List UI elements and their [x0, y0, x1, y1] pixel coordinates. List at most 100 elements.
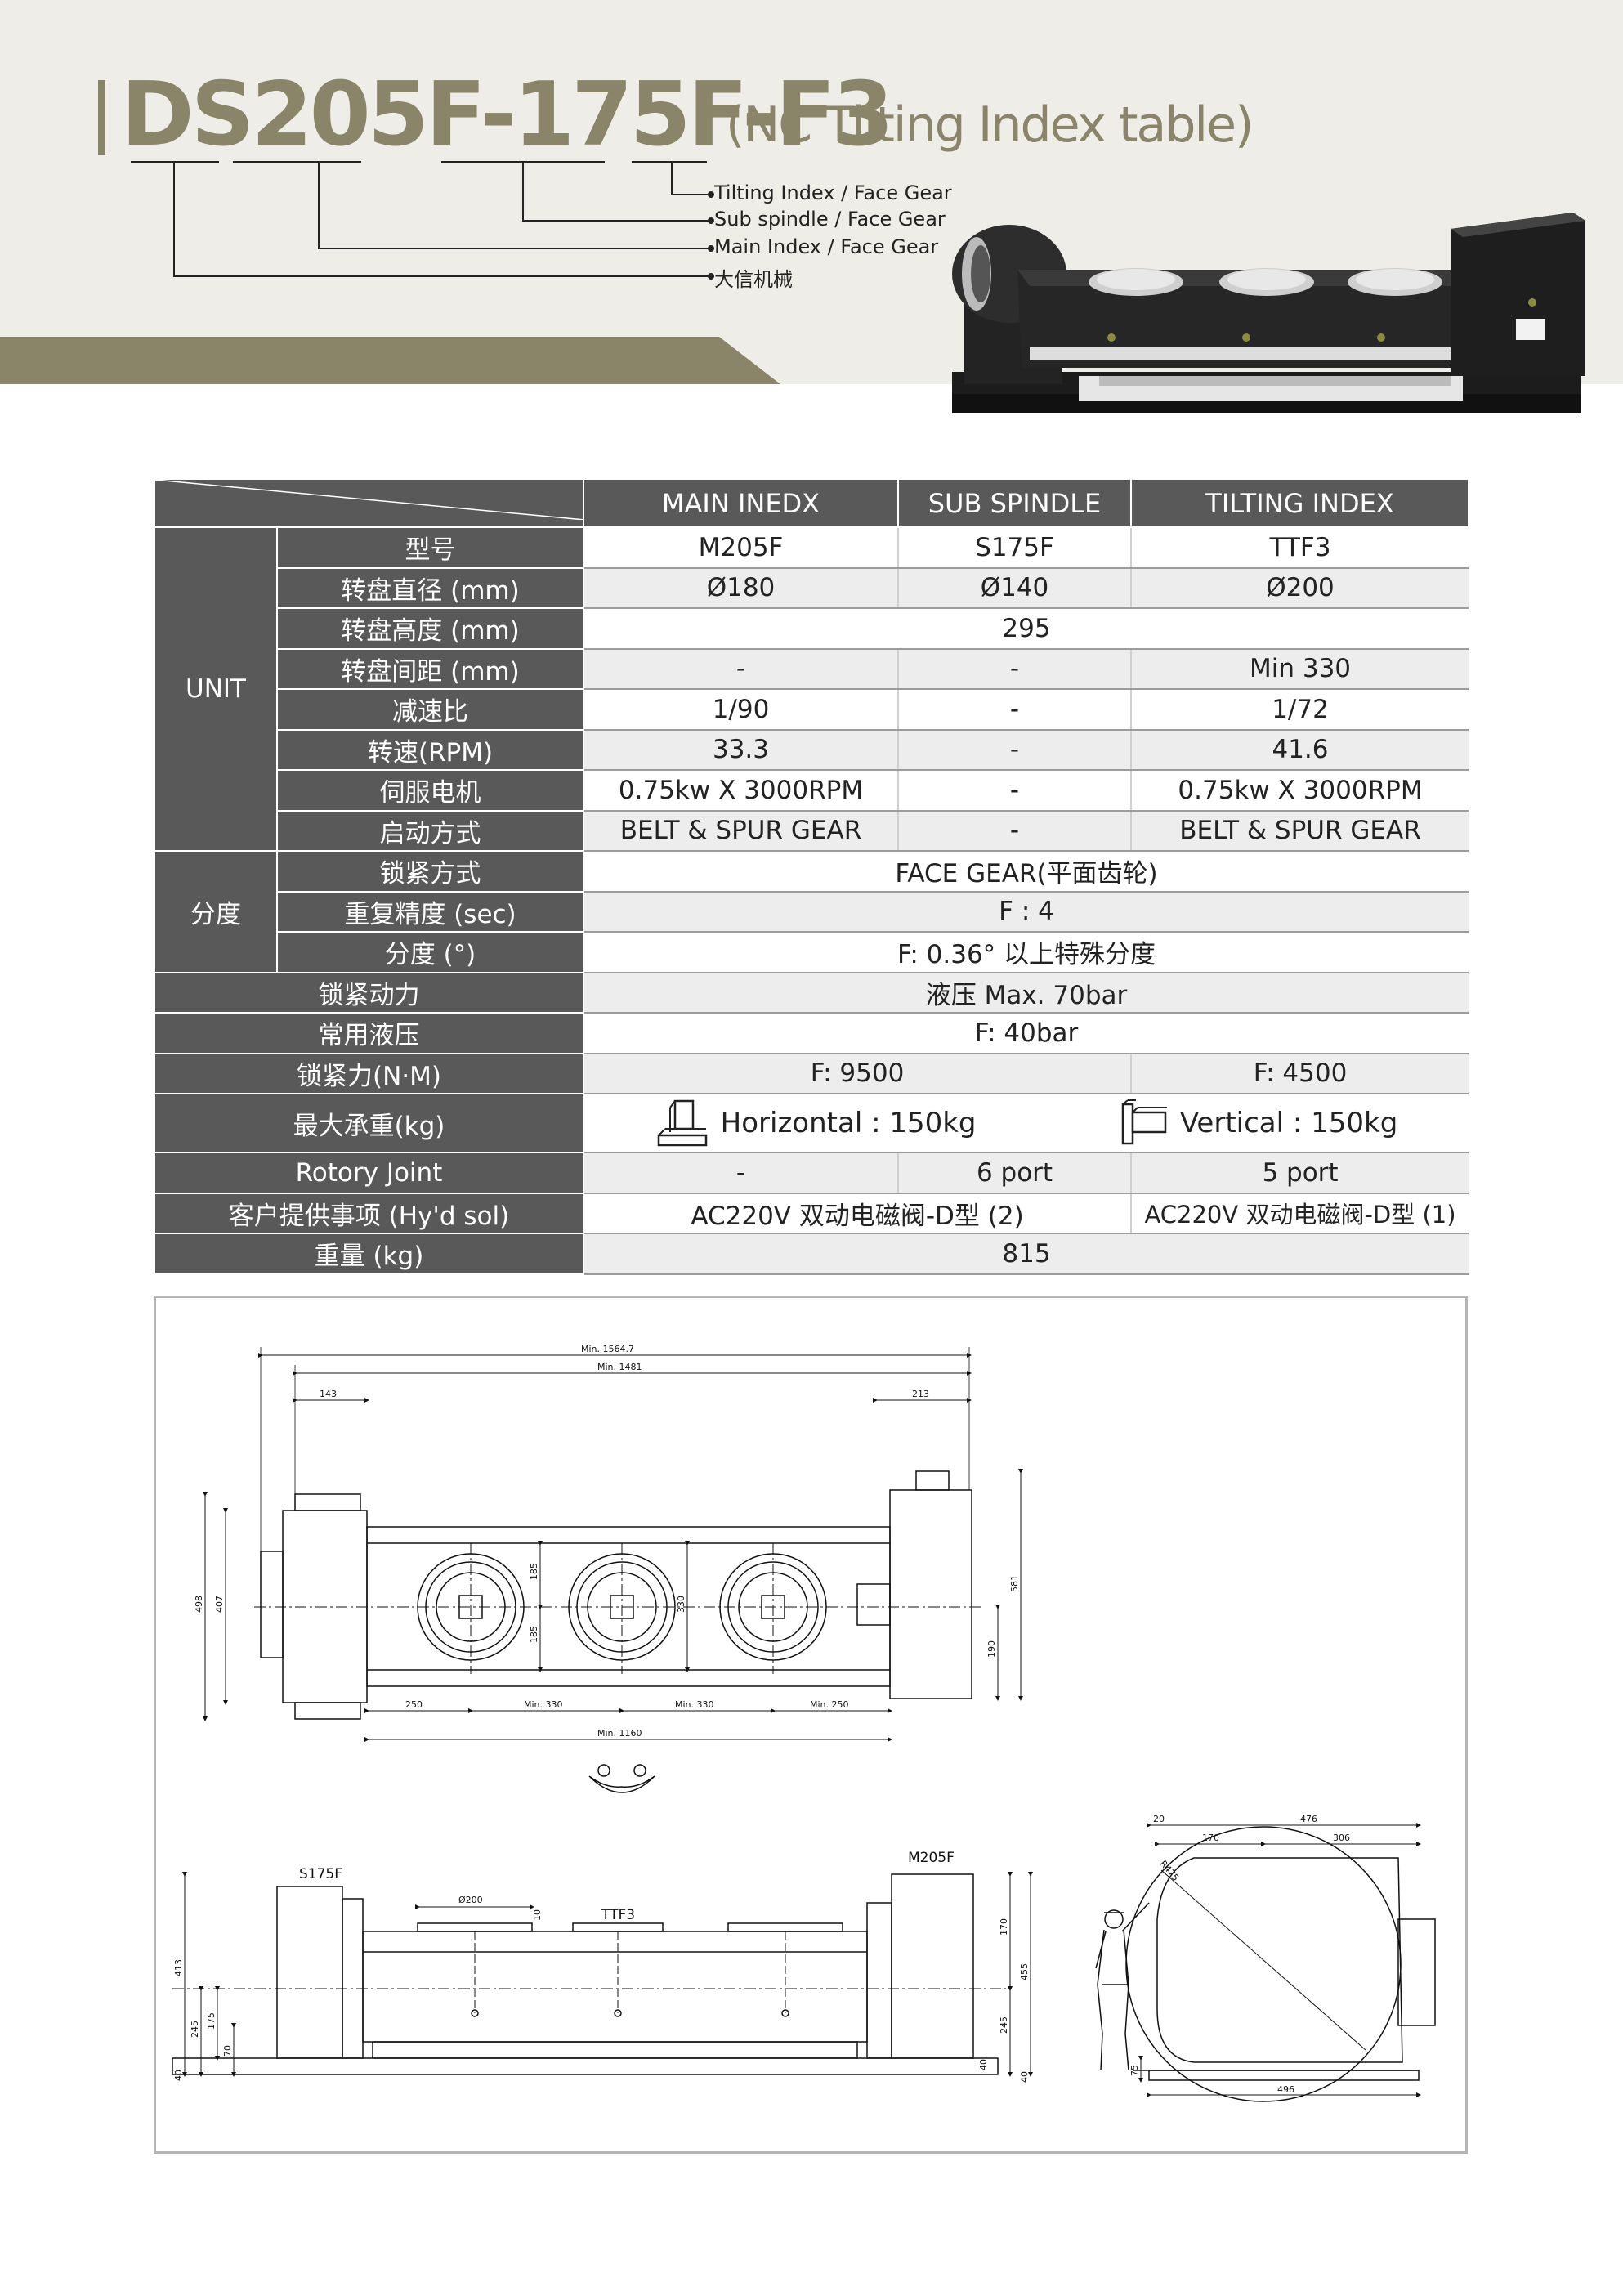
cell-tilt: AC220V 双动电磁阀-D型 (1): [1130, 1193, 1469, 1234]
table-row: 启动方式 BELT & SPUR GEAR - BELT & SPUR GEAR: [154, 809, 1469, 852]
cell-span: 815: [583, 1233, 1469, 1275]
row-label: 分度 (°): [276, 931, 584, 973]
label-s175f: S175F: [299, 1866, 342, 1882]
dim-side-170: 170: [1202, 1833, 1219, 1843]
dim-side-496: 496: [1277, 2084, 1294, 2095]
dim-plate-dia: Ø200: [458, 1895, 483, 1905]
dim-plate-gap: 10: [532, 1909, 543, 1921]
dim-left-offset: 143: [320, 1389, 337, 1399]
row-label: 锁紧方式: [276, 850, 584, 893]
dim-overall-1: Min. 1564.7: [581, 1344, 634, 1354]
model-subtitle: (NC Tilting Index table): [726, 96, 1254, 154]
col-header-main: MAIN INEDX: [583, 478, 899, 528]
row-label: 转速(RPM): [276, 728, 584, 771]
cell-main: M205F: [583, 527, 898, 569]
spec-table: MAIN INEDX SUB SPINDLE TILTING INDEX UNI…: [154, 478, 1469, 1275]
technical-drawing: Min. 1564.7 Min. 1481 143 213 498 407 58…: [154, 1296, 1468, 2154]
table-row: 伺服电机 0.75kw X 3000RPM - 0.75kw X 3000RPM: [154, 769, 1469, 812]
cell-sub: -: [897, 729, 1131, 771]
dim-right-height: 581: [1009, 1575, 1020, 1592]
cell-tilt: 0.75kw X 3000RPM: [1130, 770, 1469, 812]
cell-main: 33.3: [583, 729, 898, 771]
col-header-tilt: TILTING INDEX: [1130, 478, 1469, 528]
code-label-sub-spindle: Sub spindle / Face Gear: [714, 208, 946, 230]
dim-left-40: 40: [173, 2070, 184, 2081]
dim-left-413: 413: [173, 1959, 184, 1976]
row-label: 重量 (kg): [154, 1233, 584, 1275]
cell-main: Ø180: [583, 567, 898, 609]
top-view-dimensions: Min. 1564.7 Min. 1481 143 213 498 407 58…: [194, 1344, 1020, 1739]
cell-span: F: 40bar: [583, 1013, 1469, 1054]
cell-tilt: F: 4500: [1130, 1053, 1469, 1094]
dim-left-245: 245: [190, 2021, 200, 2038]
dim-bottom-total: Min. 1160: [597, 1728, 642, 1739]
table-row: 分度 (°) F: 0.36° 以上特殊分度: [154, 931, 1469, 973]
table-row: 锁紧动力 液压 Max. 70bar: [154, 971, 1469, 1014]
title-accent-bar: [98, 80, 105, 155]
table-row: 常用液压 F: 40bar: [154, 1012, 1469, 1054]
dim-right-455: 455: [1019, 1963, 1030, 1980]
drawing-svg: Min. 1564.7 Min. 1481 143 213 498 407 58…: [172, 1344, 1436, 2102]
vertical-load-text: Vertical : 150kg: [1179, 1107, 1398, 1139]
horizontal-load-text: Horizontal : 150kg: [720, 1107, 977, 1139]
cell-span: F: 0.36° 以上特殊分度: [583, 932, 1469, 973]
dim-side-75: 75: [1129, 2065, 1140, 2076]
label-m205f: M205F: [908, 1850, 955, 1866]
cell-main-sub: AC220V 双动电磁阀-D型 (2): [583, 1193, 1131, 1234]
dim-bottom-2: Min. 330: [524, 1699, 563, 1710]
horizontal-load-icon: [657, 1099, 707, 1147]
dim-right-40a: 40: [978, 2059, 989, 2070]
table-row: 重量 (kg) 815: [154, 1233, 1469, 1275]
front-view: [172, 1872, 1033, 2077]
row-label: 型号: [276, 526, 584, 569]
dim-side-20: 20: [1153, 1814, 1165, 1824]
side-view: [1095, 1823, 1436, 2102]
dim-bottom-1: 250: [405, 1699, 423, 1710]
cell-load: Horizontal : 150kg Vertical : 150kg: [583, 1094, 1469, 1153]
dim-side-radius: R475: [1158, 1859, 1181, 1883]
table-row: UNIT 型号 M205F S175F TTF3: [154, 526, 1469, 852]
row-label: 重复精度 (sec): [276, 890, 584, 933]
header-accent-band: [0, 337, 780, 384]
cell-tilt: 5 port: [1130, 1152, 1469, 1194]
label-ttf3: TTF3: [601, 1907, 635, 1923]
row-label: 转盘高度 (mm): [276, 607, 584, 650]
cell-tilt: 1/72: [1130, 689, 1469, 731]
cell-sub: S175F: [897, 527, 1131, 569]
dim-right-245: 245: [999, 2016, 1009, 2034]
dim-half-2: 185: [529, 1626, 539, 1643]
row-label: 锁紧动力: [154, 971, 584, 1014]
cell-sub: -: [897, 770, 1131, 812]
dim-side-306: 306: [1333, 1833, 1350, 1843]
model-code-callout-lines: [131, 161, 714, 280]
cell-tilt: 41.6: [1130, 729, 1469, 771]
cell-tilt: Ø200: [1130, 567, 1469, 609]
group-division: 分度: [154, 850, 278, 973]
code-label-main-index: Main Index / Face Gear: [714, 235, 939, 258]
row-label: 锁紧力(N·M): [154, 1052, 584, 1094]
table-row: 重复精度 (sec) F : 4: [154, 890, 1469, 933]
cell-main: BELT & SPUR GEAR: [583, 810, 898, 852]
code-label-brand: 大信机械: [714, 268, 793, 291]
cell-span: 液压 Max. 70bar: [583, 972, 1469, 1014]
table-row: 锁紧力(N·M) F: 9500 F: 4500: [154, 1052, 1469, 1094]
dim-right-40b: 40: [1019, 2071, 1030, 2083]
dim-left-175: 175: [206, 2012, 217, 2030]
cell-tilt: Min 330: [1130, 648, 1469, 690]
row-label: 伺服电机: [276, 769, 584, 812]
row-label: 常用液压: [154, 1012, 584, 1054]
table-row: 最大承重(kg) Horizontal : 150kg: [154, 1093, 1469, 1153]
cell-span: 295: [583, 608, 1469, 650]
row-label: Rotory Joint: [154, 1152, 584, 1194]
row-label: 客户提供事项 (Hy'd sol): [154, 1192, 584, 1234]
side-view-dimensions: 20 476 170 306 R475 496 75: [1129, 1814, 1350, 2095]
table-row: 转盘间距 (mm) - - Min 330: [154, 647, 1469, 690]
cell-sub: 6 port: [897, 1152, 1131, 1194]
product-image: [952, 213, 1585, 413]
table-row: 分度 锁紧方式 FACE GEAR(平面齿轮): [154, 850, 1469, 973]
row-label: 转盘间距 (mm): [276, 647, 584, 690]
col-header-sub: SUB SPINDLE: [897, 478, 1132, 528]
cell-main-sub: F: 9500: [583, 1053, 1131, 1094]
cell-span: F : 4: [583, 891, 1469, 933]
cell-main: -: [583, 648, 898, 690]
